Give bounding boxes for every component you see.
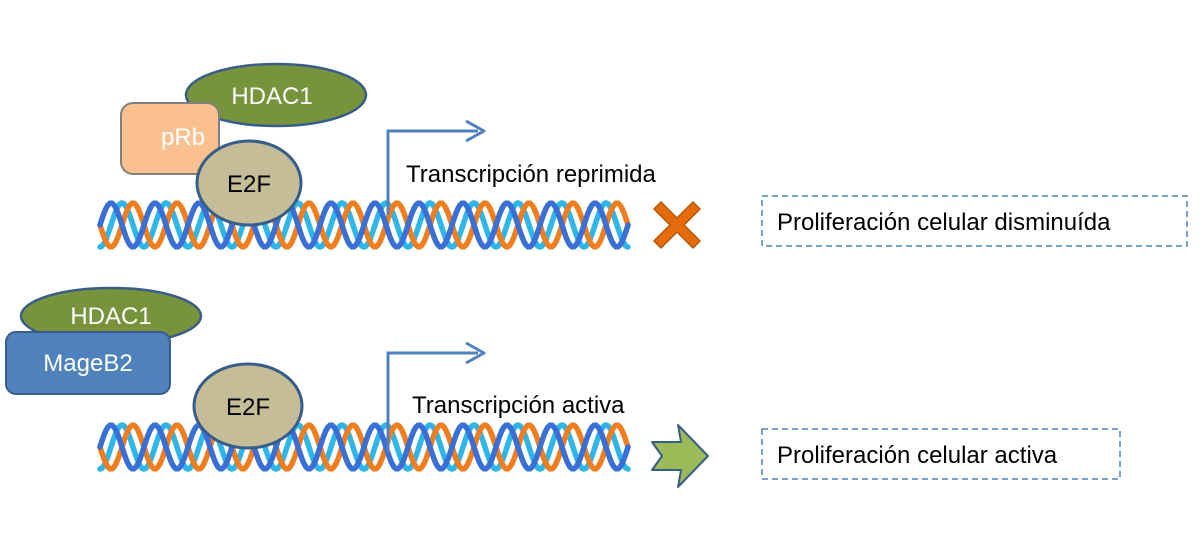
e2f-shape-top bbox=[195, 139, 303, 227]
outcome-box-top bbox=[761, 195, 1188, 247]
outcome-box-bottom bbox=[761, 428, 1121, 480]
prb-shape bbox=[120, 102, 220, 175]
bottom-panel: HDAC1 MageB2 E2F Transcripción activa Pr… bbox=[5, 286, 1121, 488]
outcome-text-bottom: Proliferación celular activa bbox=[777, 442, 1058, 469]
transcription-arrowhead-top bbox=[465, 119, 486, 143]
prb-label: pRb bbox=[161, 124, 205, 151]
dna-helix-top bbox=[97, 199, 631, 251]
top-panel: HDAC1 pRb E2F Transcripción reprimida Pr… bbox=[97, 62, 1188, 251]
mageb2-shape bbox=[5, 331, 171, 395]
transcription-start-arrow-top bbox=[386, 129, 478, 215]
transcription-arrowhead-bottom bbox=[465, 341, 486, 365]
dna-strand bbox=[97, 200, 631, 250]
transcription-status-text-top: Transcripción reprimida bbox=[406, 161, 657, 188]
outcome-text-top: Proliferación celular disminuída bbox=[777, 209, 1111, 236]
transcription-start-arrow-bottom bbox=[386, 351, 478, 453]
arrow-right-icon bbox=[651, 424, 709, 488]
dna-strand bbox=[97, 421, 631, 473]
hdac1-shape-top bbox=[184, 62, 368, 128]
e2f-label-bottom: E2F bbox=[226, 394, 270, 421]
dna-strand bbox=[97, 199, 631, 251]
dna-helix-bottom bbox=[97, 421, 631, 473]
transcription-status-text-bottom: Transcripción activa bbox=[412, 392, 625, 419]
e2f-label-top: E2F bbox=[227, 171, 271, 198]
hdac1-label-bottom: HDAC1 bbox=[70, 303, 151, 330]
e2f-shape-bottom bbox=[192, 362, 304, 450]
x-mark-icon bbox=[652, 200, 702, 250]
mageb2-label: MageB2 bbox=[43, 350, 132, 377]
dna-strand bbox=[97, 422, 631, 472]
hdac1-label-top: HDAC1 bbox=[231, 83, 312, 110]
